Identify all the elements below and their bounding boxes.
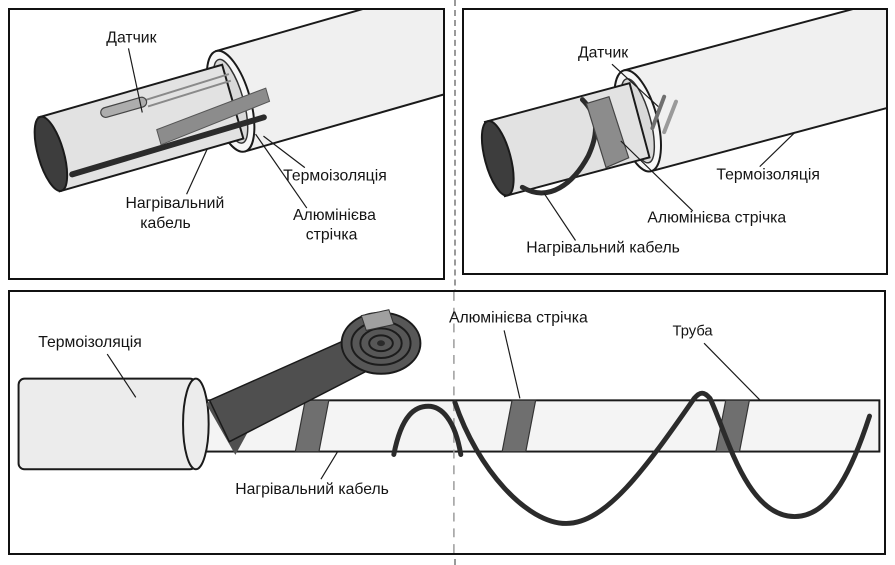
leader-line: [186, 148, 208, 195]
label-insulation: Термоізоляція: [283, 167, 387, 184]
leader-line: [503, 330, 521, 399]
tape-roll-highlight: [360, 309, 395, 331]
heating-cable-hump: [391, 403, 464, 457]
sensor-wire: [145, 73, 230, 101]
pipe-end-cap: [480, 120, 515, 197]
leader-line: [703, 342, 761, 401]
label-heating-cable-line1: Нагрівальний: [126, 195, 225, 212]
tape-roll: [340, 309, 422, 375]
insulation-end: [182, 377, 210, 471]
label-aluminum-tape: Алюмінієва стрічка: [449, 310, 588, 327]
insulation-tube: [622, 10, 886, 173]
pipe-body: [37, 63, 245, 193]
aluminum-tape-band: [501, 399, 537, 453]
leader-line: [543, 192, 577, 241]
diagram-top-left: Датчик Термоізоляція Нагрівальний кабель…: [33, 10, 443, 244]
leader-line: [127, 48, 143, 113]
leader-line: [611, 63, 659, 107]
label-heating-cable: Нагрівальний кабель: [526, 239, 680, 256]
sensor-probe: [662, 99, 678, 135]
leader-line: [263, 135, 306, 169]
insulation-sleeve: [17, 377, 197, 471]
label-tape-line1: Алюмінієва: [293, 207, 376, 224]
heating-cable-spiral: [452, 390, 872, 526]
diagram-bottom: Термоізоляція Алюмінієва стрічка Труба Н…: [17, 292, 881, 553]
leader-line: [759, 131, 796, 168]
aluminum-strip: [156, 87, 271, 146]
panel-sensor-inside-insulation: Датчик Термоізоляція Нагрівальний кабель…: [8, 8, 445, 280]
panel-pipe-installation: Термоізоляція Алюмінієва стрічка Труба Н…: [8, 290, 886, 555]
sensor-probe: [100, 96, 148, 119]
label-heating-cable: Нагрівальний кабель: [235, 481, 389, 498]
pipe-assembly: [480, 10, 886, 198]
aluminum-tape-band: [585, 95, 630, 169]
label-pipe: Труба: [673, 323, 714, 339]
panel-sensor-under-tape: Датчик Термоізоляція Алюмінієва стрічка …: [462, 8, 888, 275]
aluminum-tape-band: [294, 399, 330, 453]
label-insulation: Термоізоляція: [38, 334, 142, 351]
leader-line: [255, 133, 308, 209]
pipe-assembly: [33, 10, 443, 193]
diagram-top-right: Датчик Термоізоляція Алюмінієва стрічка …: [480, 10, 886, 256]
label-sensor: Датчик: [106, 30, 156, 47]
leader-line: [320, 451, 339, 480]
label-heating-cable-line2: кабель: [140, 215, 190, 232]
pipe-end-cap: [33, 115, 69, 192]
leader-line: [620, 140, 694, 212]
label-tape-line2: стрічка: [306, 227, 358, 244]
dashed-centerline: [454, 0, 456, 565]
label-sensor: Датчик: [578, 44, 628, 61]
heating-cable: [69, 114, 267, 178]
leader-line: [106, 353, 137, 398]
sensor-probe: [650, 94, 667, 131]
label-aluminum-tape: Алюмінієва стрічка: [647, 210, 786, 227]
sensor-wire: [147, 79, 232, 108]
label-insulation: Термоізоляція: [716, 166, 820, 183]
